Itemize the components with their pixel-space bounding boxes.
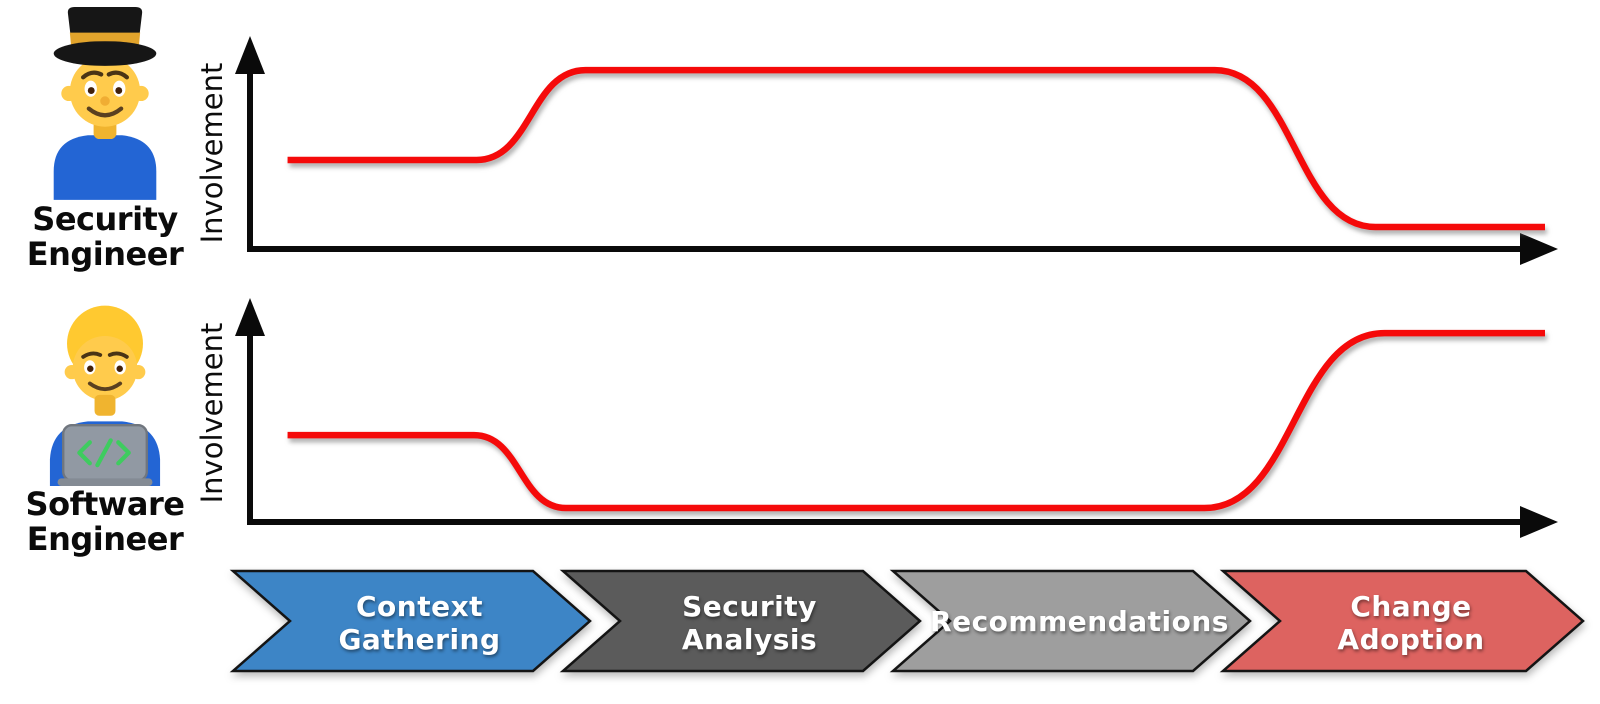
process-step-label-change-adoption: Change bbox=[1350, 590, 1471, 623]
pupil bbox=[87, 365, 94, 372]
software-engineer-figure bbox=[0, 298, 210, 486]
pupil bbox=[116, 365, 123, 372]
process-step-label-recommendations: Recommendations bbox=[930, 605, 1229, 638]
eyebrow bbox=[81, 70, 104, 80]
software-engineer-label: Software Engineer bbox=[0, 487, 210, 557]
software-involvement-chart: Involvement bbox=[195, 298, 1558, 538]
security-engineer-figure bbox=[0, 4, 210, 200]
process-step-recommendations bbox=[889, 569, 1252, 673]
nose bbox=[100, 96, 110, 106]
blue-shirt bbox=[53, 135, 157, 200]
security-involvement-chart: Involvement bbox=[195, 36, 1558, 265]
y-axis-arrow-icon bbox=[235, 298, 265, 336]
security-engineer-label-line2: Engineer bbox=[26, 235, 184, 273]
process-step-label-context-gathering: Gathering bbox=[338, 623, 500, 656]
software-engineer-label-line2: Engineer bbox=[26, 520, 184, 558]
pupil bbox=[115, 87, 123, 95]
top-hat-brim bbox=[53, 41, 157, 66]
involvement-curve bbox=[287, 329, 1545, 512]
process-step-label-security-analysis: Analysis bbox=[682, 623, 817, 656]
process-step-security-analysis bbox=[559, 569, 922, 673]
process-step-change-adoption bbox=[1219, 569, 1585, 673]
process-step-label-change-adoption: Adoption bbox=[1337, 623, 1484, 656]
laptop-base bbox=[57, 478, 153, 486]
y-axis-label: Involvement bbox=[195, 63, 229, 244]
y-axis-label: Involvement bbox=[195, 323, 229, 504]
security-engineer-label-line1: Security bbox=[32, 200, 178, 238]
smile bbox=[87, 381, 123, 392]
involvement-curve bbox=[287, 66, 1545, 231]
pupil bbox=[87, 87, 95, 95]
man-technologist-emoji bbox=[49, 305, 161, 486]
neck bbox=[94, 394, 116, 416]
eyebrow bbox=[81, 351, 103, 359]
eyebrow bbox=[106, 70, 129, 80]
man-in-top-hat-emoji bbox=[53, 7, 157, 200]
eyebrow bbox=[107, 351, 129, 359]
x-axis-arrow-icon bbox=[1520, 233, 1558, 265]
software-engineer-label-line1: Software bbox=[25, 485, 185, 523]
process-step-context-gathering bbox=[229, 569, 592, 673]
x-axis-arrow-icon bbox=[1520, 506, 1558, 538]
code-icon bbox=[77, 438, 131, 468]
smile bbox=[86, 106, 124, 118]
process-step-label-context-gathering: Context bbox=[356, 590, 483, 623]
security-engineer-label: Security Engineer bbox=[0, 202, 210, 272]
y-axis-arrow-icon bbox=[235, 36, 265, 74]
process-step-label-security-analysis: Security bbox=[682, 590, 817, 623]
